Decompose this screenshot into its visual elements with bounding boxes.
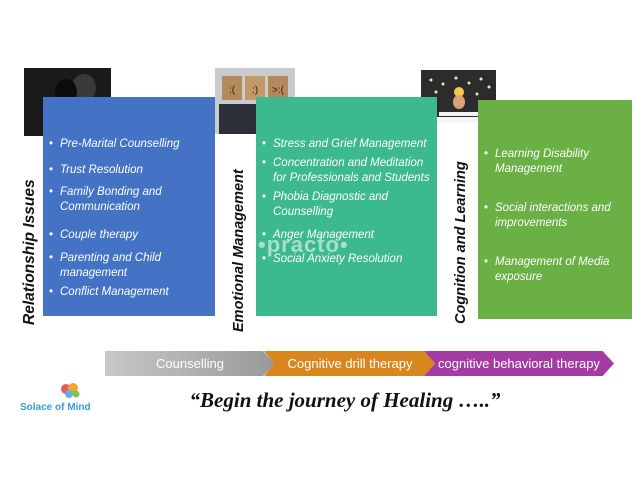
list-item: Couple therapy: [47, 228, 207, 243]
tagline: “Begin the journey of Healing …..”: [189, 388, 501, 412]
relationship-issues-box: Pre-Marital Counselling Trust Resolution…: [43, 97, 215, 316]
list-item: Social Anxiety Resolution: [260, 252, 432, 267]
list-item: Phobia Diagnostic and Counselling: [260, 190, 432, 220]
list-item: Management of Media exposure: [482, 255, 628, 285]
list-item: Family Bonding and Communication: [47, 185, 207, 215]
list-item: Pre-Marital Counselling: [47, 137, 207, 152]
cognition-learning-title: Cognition and Learning: [453, 161, 469, 324]
emotional-management-box: Stress and Grief Management Concentratio…: [256, 97, 437, 316]
svg-text::): :): [252, 85, 258, 96]
cognitive-drill-step: Cognitive drill therapy: [264, 351, 436, 376]
list-item: Conflict Management: [47, 285, 207, 300]
counselling-step: Counselling: [105, 351, 275, 376]
relationship-issues-title: Relationship Issues: [21, 179, 38, 325]
list-item: Concentration and Meditation for Profess…: [260, 156, 432, 186]
list-item: Parenting and Child management: [47, 251, 207, 281]
svg-text:>:(: >:(: [272, 85, 285, 96]
list-item: Anger Management: [260, 228, 432, 243]
list-item: Trust Resolution: [47, 163, 207, 178]
list-item: Stress and Grief Management: [260, 137, 432, 152]
cognition-learning-box: Learning Disability Management Social in…: [478, 100, 632, 319]
list-item: Learning Disability Management: [482, 147, 628, 177]
practo-watermark: •practo•: [258, 232, 349, 257]
list-item: Social interactions and improvements: [482, 201, 628, 231]
logo-text: Solace of Mind: [20, 402, 91, 413]
solace-of-mind-logo: [18, 380, 108, 420]
svg-text::(: :(: [229, 85, 236, 96]
cognitive-behavioral-step: cognitive behavioral therapy: [424, 351, 614, 376]
emotional-management-title: Emotional Management: [231, 169, 247, 332]
